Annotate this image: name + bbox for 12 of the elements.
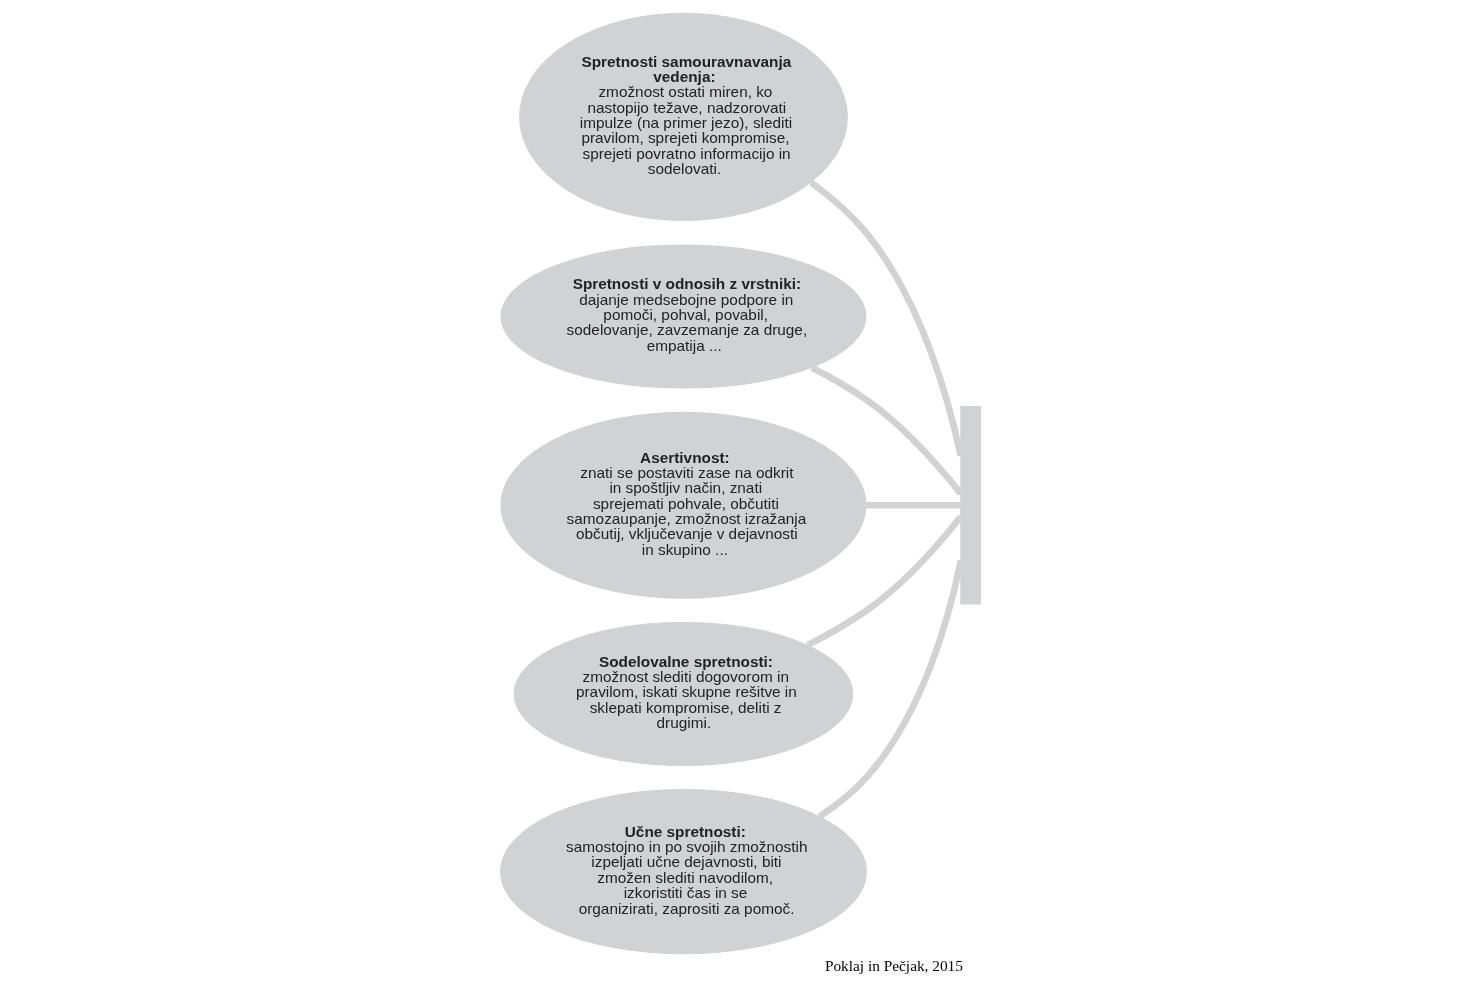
node-ellipse: Asertivnost: znati se postaviti zase na odkrit in spoštljiv način, znati sprejemati pohvale, občutiti samozaupanje, zmožnost izražanja občutij, vključevanje v dejavnosti in skupino ...: [499, 411, 866, 599]
node-ellipse: Učne spretnosti: samostojno in po svojih zmožnostih izpeljati učne dejavnosti, biti zmožen slediti navodilom, izkoristiti čas in se organizirati, zaprositi za pomoč.: [499, 788, 867, 955]
node-ellipse: Spretnosti samouravnavanja vedenja: zmožnost ostati miren, ko nastopijo težave, nadzorovati impulze (na primer jezo), slediti pravilom, sprejeti kompromise, sprejeti povratno informacijo in sodelovati.: [518, 12, 848, 222]
connector: [865, 501, 961, 509]
connector: [809, 364, 963, 496]
caption: Poklaj in Pečjak, 2015: [824, 956, 963, 974]
connector: [817, 559, 964, 820]
node-ellipse: Spretnosti v odnosih z vrstniki: dajanje medsebojne podpore in pomoči, pohval, povabil, sodelovanje, zavzemanje za druge, empatija ...: [499, 244, 866, 389]
node-ellipse: Sodelovalne spretnosti: zmožnost slediti dogovorom in pravilom, iskati skupne rešitve in sklepati kompromise, deliti z drugimi.: [513, 621, 853, 766]
connector: [805, 514, 963, 649]
connector: [808, 179, 964, 457]
node-bar: [959, 405, 981, 605]
